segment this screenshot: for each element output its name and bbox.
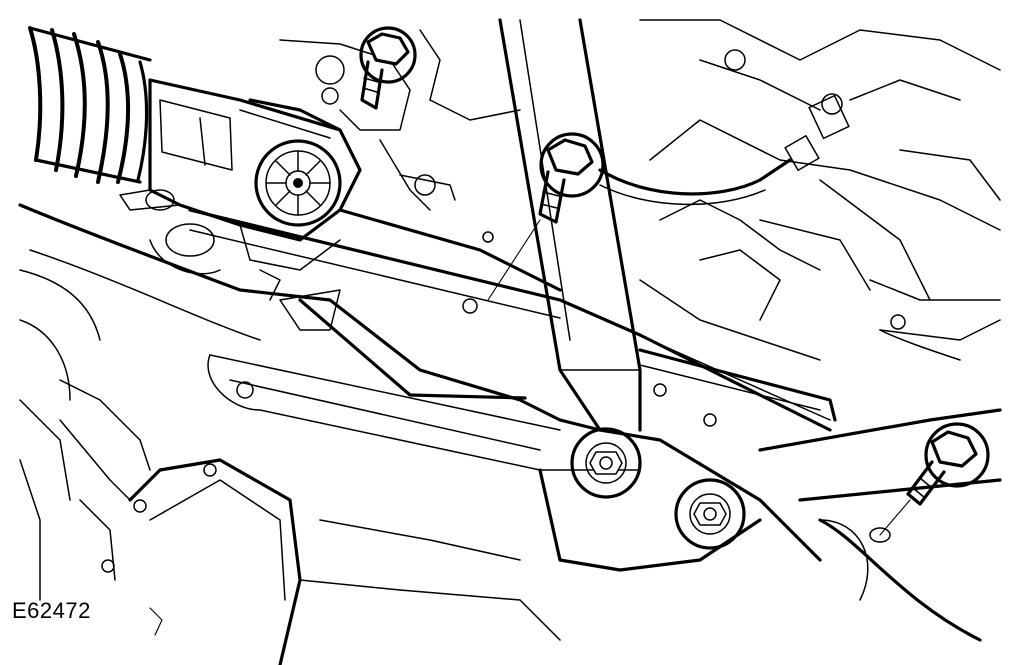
upper-mounting-bracket xyxy=(279,29,521,131)
bolt-center xyxy=(487,132,605,301)
subframe-crossmember xyxy=(18,203,982,642)
label-leader xyxy=(149,607,163,636)
transmission-housing xyxy=(639,19,1001,361)
figure-reference-code: E62472 xyxy=(12,598,91,623)
bolt-right xyxy=(879,422,990,536)
electrical-connector xyxy=(598,93,850,206)
left-wheel-arch xyxy=(19,223,341,601)
oil-pan xyxy=(59,379,561,665)
steering-rack-boot xyxy=(28,26,152,184)
steering-gear-housing xyxy=(119,78,362,271)
hydraulic-line xyxy=(462,231,961,427)
crossmember-bolt-front xyxy=(570,427,642,499)
crossmember-bolt-rear xyxy=(674,478,746,550)
steering-rack-tube xyxy=(188,208,832,432)
pinion-gear-wheel xyxy=(254,139,342,227)
bolt-upper-left xyxy=(359,26,417,110)
pipe-clip xyxy=(379,139,456,211)
tie-bar xyxy=(498,18,642,432)
